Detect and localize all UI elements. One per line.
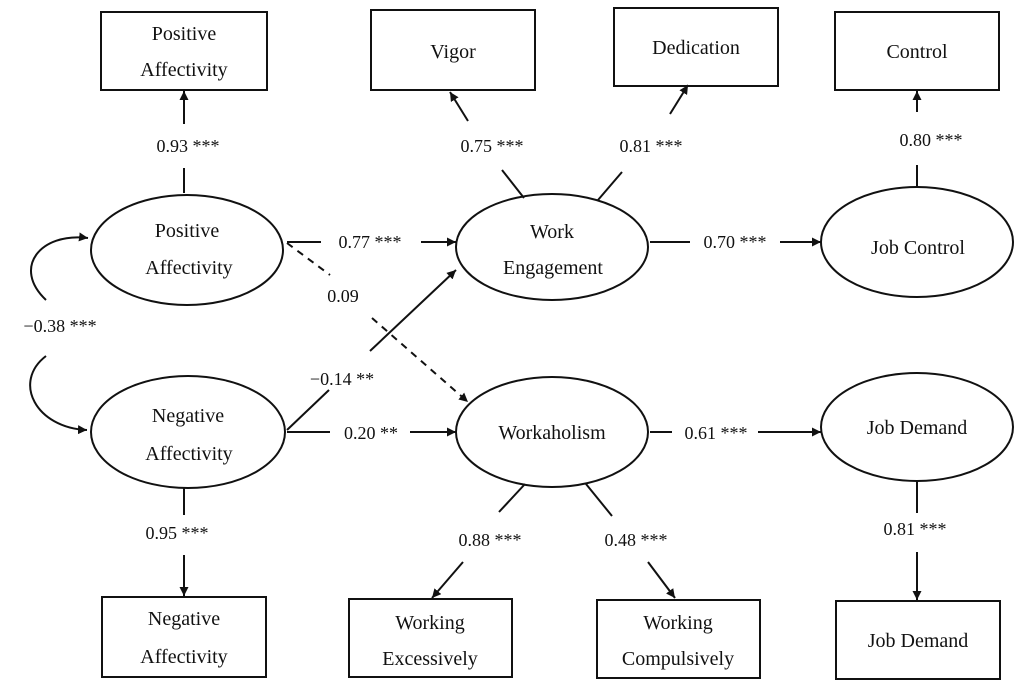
- indicator-control-label: Control: [886, 41, 948, 63]
- edge-label-vigor-loading: 0.75 ***: [461, 136, 524, 156]
- latent-workaholism-label: Workaholism: [498, 422, 606, 444]
- latent-job-control-label: Job Control: [871, 237, 965, 259]
- edge-label-na-wh: 0.20 **: [344, 423, 398, 443]
- edge-label-excessive-loading: 0.88 ***: [459, 530, 522, 550]
- indicator-positive-affectivity-line1: Positive: [152, 23, 217, 45]
- edge-pa-wh-dashed-2: [371, 317, 469, 403]
- latent-positive-affectivity: [90, 194, 284, 306]
- edge-label-pa-we: 0.77 ***: [339, 232, 402, 252]
- edge-na-we-tail: [286, 389, 330, 431]
- edge-we-dedication-arrow: [669, 84, 689, 115]
- edge-label-dedication-loading: 0.81 ***: [620, 136, 683, 156]
- indicator-working-excessively-line1: Working: [395, 612, 465, 634]
- latent-work-engagement: [455, 193, 649, 301]
- edge-na-we-arrow: [369, 269, 457, 352]
- edge-label-pa-wh: 0.09: [327, 286, 359, 306]
- latent-work-engagement-line1: Work: [530, 221, 574, 243]
- indicator-job-demand-label: Job Demand: [868, 630, 969, 652]
- latent-job-demand-label: Job Demand: [867, 417, 968, 439]
- edge-we-vigor-arrow: [449, 91, 469, 122]
- edge-label-pa-na-covariance: −0.38 ***: [23, 316, 96, 336]
- edge-wh-compulsive-arrow: [647, 561, 676, 599]
- indicator-box-working-excessively: [348, 598, 513, 678]
- indicator-working-compulsively-line2: Compulsively: [622, 648, 734, 670]
- edge-pa-wh-dashed-1: [286, 242, 331, 276]
- latent-positive-affectivity-line2: Affectivity: [145, 257, 232, 279]
- edge-label-compulsive-loading: 0.48 ***: [605, 530, 668, 550]
- edge-label-wh-jd: 0.61 ***: [685, 423, 748, 443]
- edge-covariance-lower: [29, 355, 88, 435]
- latent-positive-affectivity-line1: Positive: [155, 220, 220, 242]
- edge-label-na-we: −0.14 **: [310, 369, 374, 389]
- edge-label-we-jc: 0.70 ***: [704, 232, 767, 252]
- indicator-working-compulsively-line1: Working: [643, 612, 713, 634]
- edge-label-pa-loading: 0.93 ***: [157, 136, 220, 156]
- edge-covariance-upper: [30, 232, 89, 301]
- indicator-box-job-demand: [835, 600, 1001, 680]
- indicator-box-vigor: [370, 9, 536, 91]
- edge-label-jd-loading: 0.81 ***: [884, 519, 947, 539]
- edge-wh-compulsive-stem: [585, 483, 613, 517]
- edge-label-control-loading: 0.80 ***: [900, 130, 963, 150]
- latent-negative-affectivity: [90, 375, 286, 489]
- latent-work-engagement-line2: Engagement: [503, 257, 603, 279]
- latent-negative-affectivity-line2: Affectivity: [145, 443, 232, 465]
- edge-we-dedication-stem: [597, 171, 623, 201]
- indicator-working-excessively-line2: Excessively: [382, 648, 478, 670]
- indicator-box-positive-affectivity: [100, 11, 268, 91]
- indicator-box-dedication: [613, 7, 779, 87]
- indicator-vigor-label: Vigor: [430, 41, 476, 63]
- edge-wh-excessive-arrow: [431, 561, 464, 599]
- indicator-dedication-label: Dedication: [652, 37, 740, 59]
- latent-negative-affectivity-line1: Negative: [152, 405, 224, 427]
- indicator-negative-affectivity-line2: Affectivity: [140, 646, 227, 668]
- indicator-negative-affectivity-line1: Negative: [148, 608, 220, 630]
- edge-wh-excessive-stem: [498, 483, 526, 513]
- indicator-box-control: [834, 11, 1000, 91]
- edge-we-vigor-stem: [501, 169, 525, 199]
- indicator-box-negative-affectivity: [101, 596, 267, 678]
- edge-label-na-loading: 0.95 ***: [146, 523, 209, 543]
- indicator-positive-affectivity-line2: Affectivity: [140, 59, 227, 81]
- indicator-box-working-compulsively: [596, 599, 761, 679]
